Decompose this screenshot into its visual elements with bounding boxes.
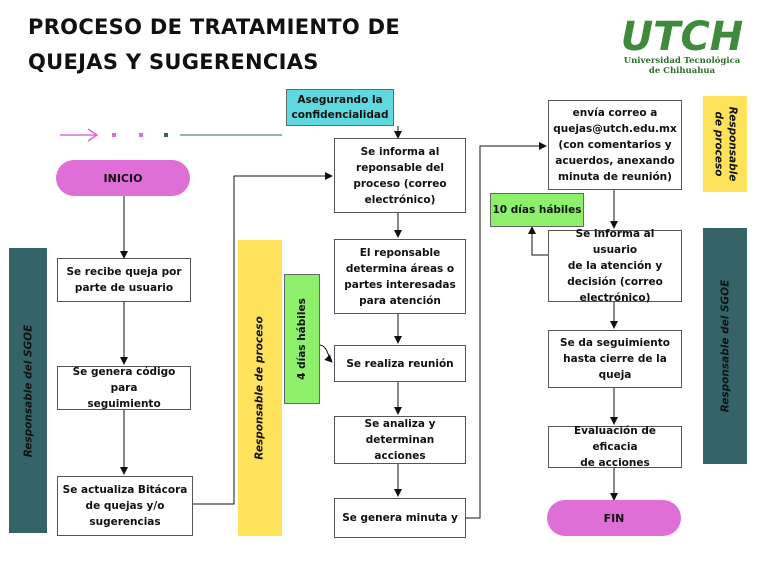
note-4-days: 4 días hábiles: [284, 274, 320, 404]
step-informa-usuario: Se informa al usuario de la atención y d…: [548, 228, 682, 304]
utch-logo-mark: UTCH: [621, 14, 744, 60]
start-node: INICIO: [56, 160, 190, 196]
title-line-1: PROCESO DE TRATAMIENTO DE: [28, 15, 401, 39]
bar-responsable-proceso-middle: Responsable de proceso: [238, 240, 282, 536]
step-determina-areas: El reponsable determina áreas o partes i…: [334, 239, 466, 314]
step-recibe-queja: Se recibe queja por parte de usuario: [57, 258, 191, 302]
utch-logo: UTCH Universidad Tecnológica de Chihuahu…: [618, 8, 746, 78]
bar-responsable-proceso-right: Responsable de proceso: [703, 96, 747, 192]
bar-responsable-sgoe-left: Responsable del SGOE: [9, 248, 47, 533]
step-informa-responsable: Se informa al reponsable del proceso (co…: [334, 138, 466, 213]
decor-dot: [112, 133, 116, 137]
title-line-2: QUEJAS Y SUGERENCIAS: [28, 50, 319, 74]
step-realiza-reunion: Se realiza reunión: [334, 345, 466, 382]
note-confidentiality: Asegurando la confidencialidad: [286, 89, 394, 126]
note-10-days: 10 días hábiles: [490, 193, 584, 227]
end-node: FIN: [547, 500, 681, 536]
page-title: PROCESO DE TRATAMIENTO DE QUEJAS Y SUGER…: [28, 10, 400, 80]
bar-responsable-proceso-right-label: Responsable de proceso: [712, 106, 738, 182]
note-4-days-label: 4 días hábiles: [296, 298, 308, 380]
step-genera-codigo: Se genera código para seguimiento: [57, 366, 191, 410]
step-da-seguimiento: Se da seguimiento hasta cierre de la que…: [548, 330, 682, 388]
step-actualiza-bitacora: Se actualiza Bitácora de quejas y/o suge…: [57, 476, 193, 536]
logo-wordmark: UTCH: [621, 14, 744, 58]
logo-line-1: Universidad Tecnológica: [623, 56, 741, 66]
decor-arrow-icon: [60, 128, 99, 142]
arrow-minuta-to-envia: [466, 142, 547, 519]
bar-responsable-sgoe-right-label: Responsable del SGOE: [719, 279, 732, 413]
bar-responsable-sgoe-left-label: Responsable del SGOE: [22, 324, 35, 457]
decor-dot: [164, 133, 168, 137]
decorative-divider: [60, 128, 282, 142]
arrow-informa-usuario-to-days: [528, 226, 548, 256]
step-genera-minuta: Se genera minuta y: [334, 498, 466, 538]
arrow-bitacora-to-informa: [193, 172, 333, 505]
arrow-days-to-reunion: [318, 344, 333, 363]
step-envia-correo: envía correo a quejas@utch.edu.mx (con c…: [548, 100, 682, 190]
bar-responsable-proceso-middle-label: Responsable de proceso: [254, 316, 267, 460]
step-analiza-acciones: Se analiza y determinan acciones: [334, 416, 466, 464]
step-evaluacion-eficacia: Evaluación de eficacia de acciones: [548, 425, 682, 469]
logo-line-2: de Chihuahua: [648, 66, 716, 76]
bar-responsable-sgoe-right: Responsable del SGOE: [703, 228, 747, 464]
decor-dot: [139, 133, 143, 137]
flow-arrows: [120, 126, 618, 519]
